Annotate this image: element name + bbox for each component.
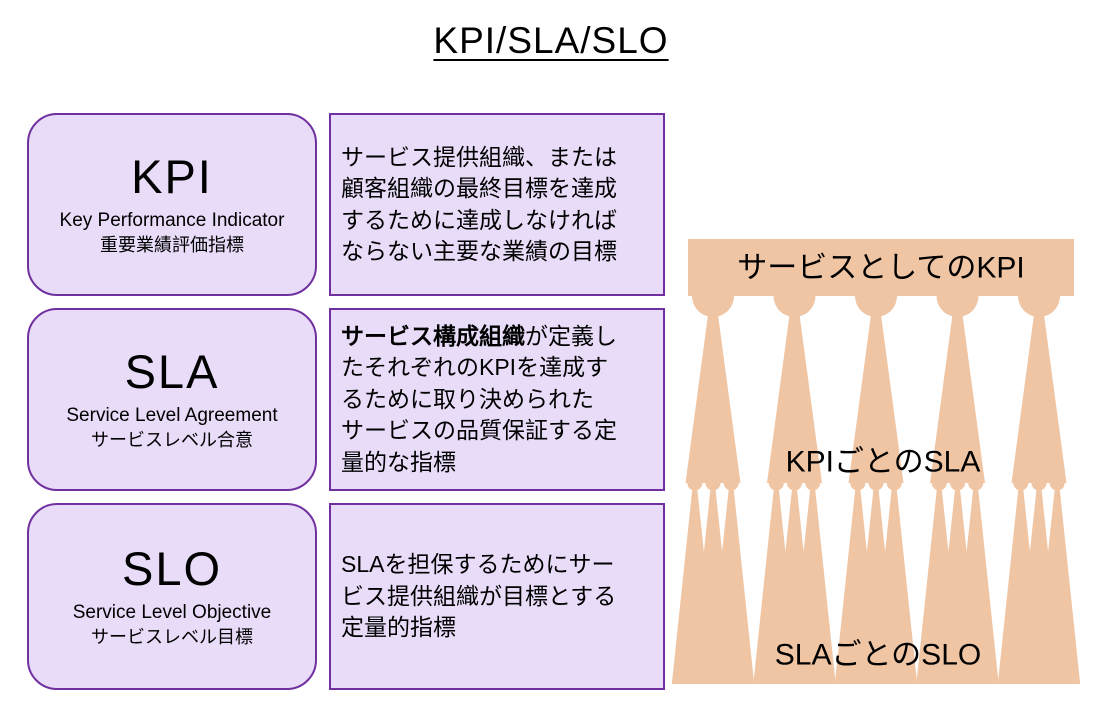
tree-top-label: サービスとしてのKPI [737, 252, 1024, 285]
tree-branch-shapes [671, 239, 1081, 684]
tree-branch-shape [768, 483, 784, 491]
kpi-term-box: KPI Key Performance Indicator 重要業績評価指標 [27, 113, 317, 296]
kpi-japanese-label: 重要業績評価指標 [100, 235, 244, 256]
sla-japanese-label: サービスレベル合意 [91, 430, 253, 451]
tree-bottom-label: SLAごとのSLO [775, 639, 981, 672]
tree-branch-shape [936, 296, 979, 317]
tree-branch-shape [1013, 483, 1029, 491]
kpi-acronym: KPI [131, 150, 213, 204]
kpi-description-body: サービス提供組織、または 顧客組織の最終目標を達成 するために達成しなければ な… [341, 143, 617, 265]
tree-branch-shape [688, 239, 1074, 296]
tree-branch-shape [931, 483, 947, 491]
kpi-description-text: サービス提供組織、または 顧客組織の最終目標を達成 するために達成しなければ な… [331, 136, 627, 274]
slo-term-box: SLO Service Level Objective サービスレベル目標 [27, 503, 317, 690]
tree-branch-shape [855, 296, 897, 317]
tree-branch-shape [767, 311, 822, 483]
tree-branch-shape [968, 483, 984, 491]
sla-description-text: サービス構成組織が定義し たそれぞれのKPIを達成す るために取り決められた サ… [331, 315, 627, 485]
page-title: KPI/SLA/SLO [433, 20, 669, 61]
sla-english-label: Service Level Agreement [66, 404, 278, 426]
tree-branch-shape [705, 483, 721, 491]
slo-acronym: SLO [121, 542, 223, 596]
tree-branch-shape [1049, 483, 1065, 491]
tree-branch-shape [692, 296, 734, 317]
tree-branch-shape [1018, 296, 1060, 317]
tree-branch-shape [871, 489, 918, 684]
tree-branch-shape [1031, 483, 1047, 491]
tree-branch-shape [930, 311, 985, 483]
slo-description-text: SLAを担保するためにサー ビス提供組織が目標とする 定量的指標 [331, 543, 626, 650]
tree-branch-shape [1011, 311, 1067, 483]
tree-branch-shape [868, 483, 884, 491]
tree-branch-shape [805, 483, 821, 491]
tree-branch-shape [789, 489, 836, 684]
kpi-sla-slo-tree-diagram: サービスとしてのKPI KPIごとのSLA SLAごとのSLO [671, 239, 1081, 684]
tree-middle-label: KPIごとのSLA [786, 446, 981, 479]
sla-description-bold: サービス構成組織 [341, 322, 525, 349]
sla-term-box: SLA Service Level Agreement サービスレベル合意 [27, 308, 317, 491]
tree-branch-shape [952, 489, 999, 684]
tree-branch-shape [773, 296, 816, 317]
tree-branch-shape [708, 489, 755, 684]
slo-description-body: SLAを担保するためにサー ビス提供組織が目標とする 定量的指標 [341, 551, 617, 641]
kpi-english-label: Key Performance Indicator [59, 209, 285, 231]
tree-branch-shape [848, 311, 904, 483]
sla-acronym: SLA [124, 345, 220, 399]
slo-description-box: SLAを担保するためにサー ビス提供組織が目標とする 定量的指標 [329, 503, 665, 690]
tree-branch-shape [886, 483, 902, 491]
kpi-description-box: サービス提供組織、または 顧客組織の最終目標を達成 するために達成しなければ な… [329, 113, 665, 296]
tree-branch-shape [687, 483, 703, 491]
tree-branch-shape [787, 483, 802, 491]
tree-branch-shape [1034, 489, 1081, 684]
tree-branch-shape [685, 311, 741, 483]
tree-branch-shape [850, 483, 866, 491]
tree-branch-shape [950, 483, 965, 491]
tree-branch-shape [723, 483, 739, 491]
sla-description-box: サービス構成組織が定義し たそれぞれのKPIを達成す るために取り決められた サ… [329, 308, 665, 491]
sla-description-body: が定義し たそれぞれのKPIを達成す るために取り決められた サービスの品質保証… [341, 322, 617, 475]
slo-english-label: Service Level Objective [72, 601, 272, 623]
slo-japanese-label: サービスレベル目標 [91, 627, 253, 648]
